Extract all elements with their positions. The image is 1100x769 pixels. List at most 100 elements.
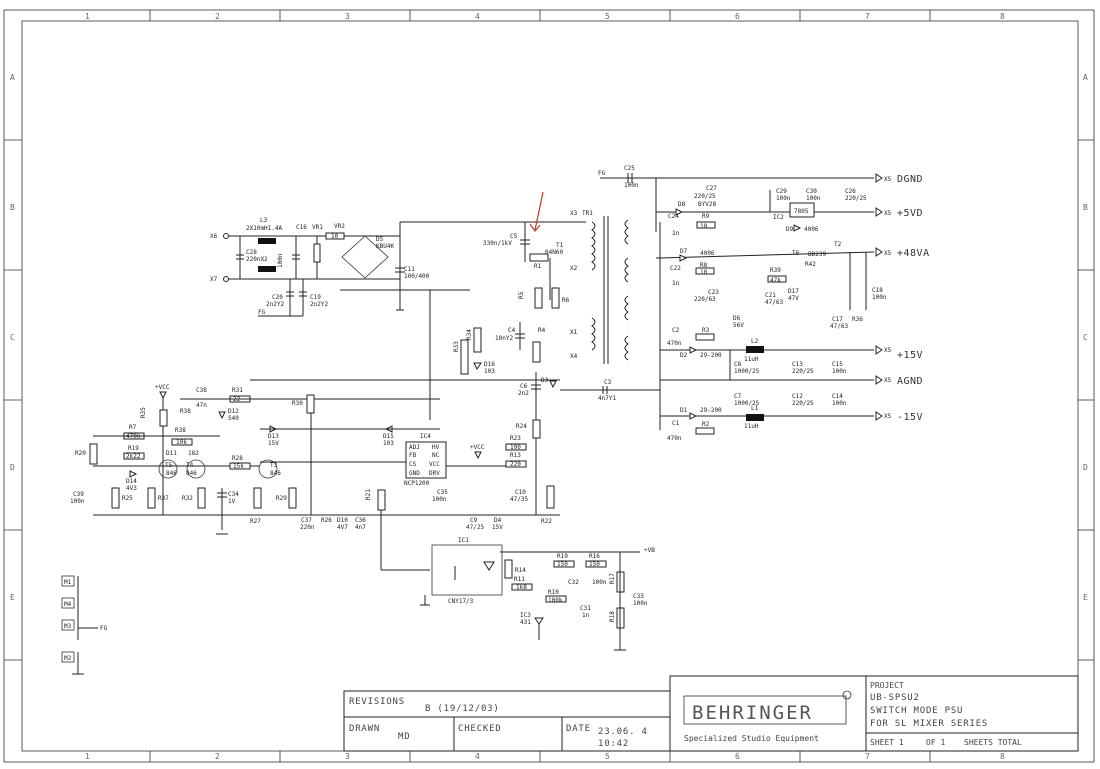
d17-label: D17: [788, 288, 799, 295]
c11-label: C11: [404, 266, 415, 273]
c19-value: 2n2Y2: [310, 301, 328, 308]
ic4-pin-vcc: VCC: [429, 461, 440, 468]
r9-label: R9: [702, 213, 710, 220]
d16-label: D16: [484, 361, 495, 368]
c28-value: 220nX2: [246, 256, 268, 263]
c16-label: C16: [296, 224, 307, 231]
r38-label: R38: [175, 427, 186, 434]
diode-d16: [473, 362, 482, 370]
date-value: 23.06. 4: [598, 727, 648, 737]
r21-label: R21: [365, 489, 372, 500]
r6-label: R6: [562, 297, 570, 304]
ic4-label: IC4: [420, 433, 431, 440]
d10-value: 4V7: [337, 524, 348, 531]
c35-value: 100n: [432, 496, 447, 503]
connector-x6: [223, 233, 229, 239]
col-label: 2: [215, 752, 220, 761]
optocoupler-ic1: [431, 544, 503, 596]
rail-connector: X5: [884, 377, 892, 384]
ic4-pin-nc: NC: [432, 452, 440, 459]
c16-value: VR1: [312, 224, 323, 231]
ic3-value: 431: [520, 619, 531, 626]
col-label: 8: [1000, 12, 1005, 21]
c8-value: 1000/25: [734, 368, 760, 375]
c24-value: 1n: [672, 230, 680, 237]
c29-label: C29: [776, 188, 787, 195]
diode-d12: [218, 411, 226, 420]
t4-label: T4: [186, 462, 194, 469]
r11-value: 1k8: [516, 584, 527, 591]
rail-connectors: X5 DGND X5 +5VD X5 +48VA X5 +15V X5 AGND…: [875, 173, 929, 423]
c27-value: 220/25: [694, 193, 716, 200]
c17-label: C17: [832, 316, 843, 323]
sheet-of: OF 1: [926, 738, 945, 747]
t4-value: 846: [186, 470, 197, 477]
col-label: 5: [605, 752, 610, 761]
inductor-l2: [746, 346, 764, 353]
r26-label: R26: [321, 517, 332, 524]
column-ticks: [4, 10, 1094, 762]
r23-label: R23: [510, 435, 521, 442]
row-label: E: [10, 593, 15, 602]
d2-value: 29-200: [700, 352, 722, 359]
r16-value: 150: [589, 561, 600, 568]
c17-value: 47/63: [830, 323, 848, 330]
r13-value: 220: [510, 461, 521, 468]
c21-label: C21: [765, 292, 776, 299]
r8-label: R8: [700, 262, 708, 269]
col-label: 7: [865, 12, 870, 21]
r20-label: R20: [75, 450, 86, 457]
c6-value: 2n2: [518, 390, 529, 397]
c13-label: C13: [792, 361, 803, 368]
r2-label: R2: [702, 421, 710, 428]
project-subtitle: FOR SL MIXER SERIES: [870, 719, 988, 729]
c21-value: 47/63: [765, 299, 783, 306]
x7-label: X7: [210, 276, 218, 283]
r30-label: R30: [292, 400, 303, 407]
revisions-label: REVISIONS: [349, 697, 405, 707]
c18-value: 100n: [872, 294, 887, 301]
r29-label: R29: [276, 495, 287, 502]
checked-label: CHECKED: [458, 724, 502, 734]
diode-d14: [129, 470, 138, 478]
t1-label: T1: [556, 242, 564, 249]
r7-label: R7: [129, 424, 137, 431]
r3-label: R3: [702, 327, 710, 334]
d1-label: D1: [680, 407, 688, 414]
outer-frame: [3, 9, 1095, 763]
d6-value: 56V: [733, 322, 744, 329]
d13-value: 15V: [268, 440, 279, 447]
c20-value: 2n2Y2: [266, 301, 284, 308]
c10-value: 47/35: [510, 496, 528, 503]
row-label: C: [10, 333, 15, 342]
ic4-pin-cs: CS: [409, 461, 417, 468]
c26-label: C26: [845, 188, 856, 195]
r37-label: R37: [158, 495, 169, 502]
c39-value: 100n: [70, 498, 85, 505]
control-section: +VCC R35 C38 47n R31 22 D12 S40 R38 R30 …: [70, 379, 560, 571]
c1-value: 470n: [667, 435, 682, 442]
c37-value: 220n: [300, 524, 315, 531]
vr2-label: VR2: [334, 223, 345, 230]
time-value: 10:42: [598, 739, 629, 749]
ic2-value: 7805: [794, 208, 809, 215]
ic4-value: NCP1200: [404, 480, 430, 487]
r33-label: R33: [453, 341, 460, 352]
c37-label: C37: [301, 517, 312, 524]
r39-value: 47k: [770, 277, 781, 284]
r5-label: R5: [518, 291, 525, 299]
ic4-pin-drv: DRV: [429, 470, 440, 477]
d1-value: 29-200: [700, 407, 722, 414]
d8-value: BYV28: [698, 201, 716, 208]
t6-label: T6: [792, 250, 800, 257]
c3-label: C3: [604, 379, 612, 386]
c38-label: C38: [196, 387, 207, 394]
l2-value: 11uH: [744, 356, 759, 363]
c14-value: 100n: [832, 400, 847, 407]
x6-label: X6: [210, 233, 218, 240]
row-label: B: [1083, 203, 1088, 212]
r18-label: R18: [609, 611, 616, 622]
r23-value: 100: [510, 444, 521, 451]
rail-n15v: -15V: [897, 412, 923, 423]
ic4-pin-hv: HV: [432, 444, 440, 451]
